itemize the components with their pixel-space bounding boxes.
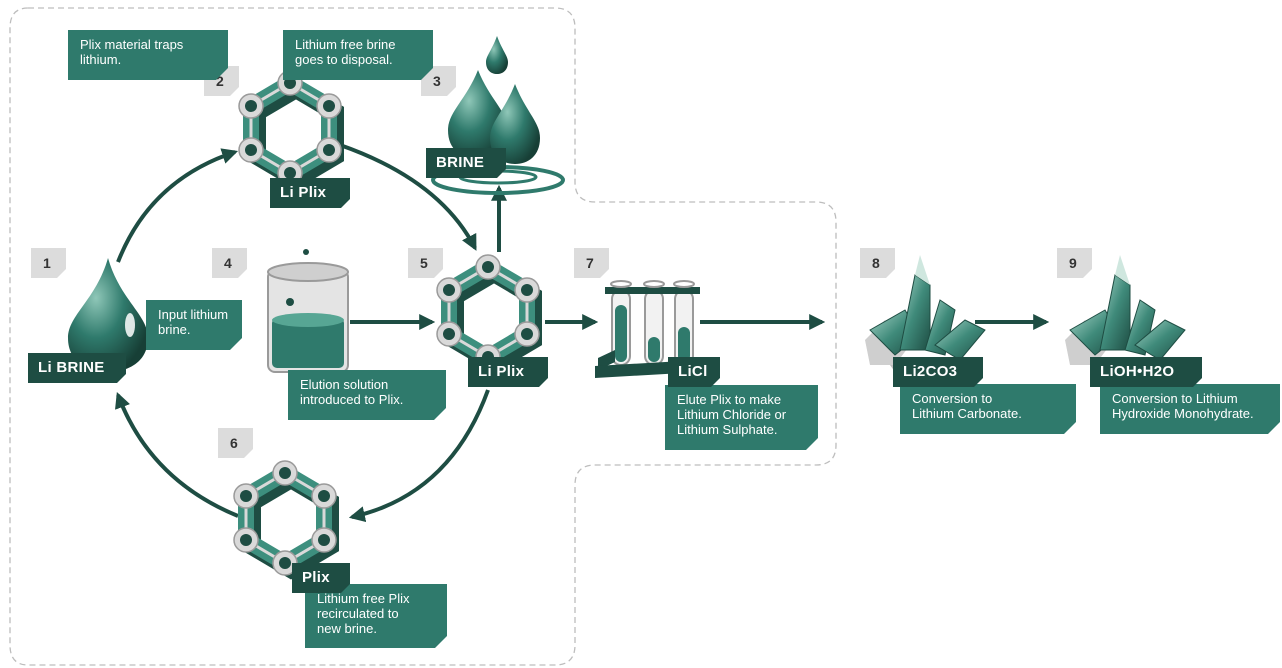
step-8-description: Conversion to Lithium Carbonate. — [900, 384, 1076, 434]
plix-ring-icon — [234, 461, 336, 575]
li2co3-label: Li2CO3 — [893, 357, 983, 387]
step-number: 1 — [31, 248, 66, 278]
step-number: 6 — [218, 428, 253, 458]
step-4-description: Elution solution introduced to Plix. — [288, 370, 446, 420]
arrow-eluted-to-recirculate — [348, 389, 490, 522]
step-number: 5 — [408, 248, 443, 278]
test-tubes-icon — [595, 280, 700, 378]
step-9-description: Conversion to Lithium Hydroxide Monohydr… — [1100, 384, 1280, 434]
beaker-icon — [267, 249, 349, 373]
arrow-brine-to-plix — [116, 148, 239, 263]
process-region-outline — [9, 7, 837, 666]
brine-label: BRINE — [426, 148, 506, 178]
step-number: 4 — [212, 248, 247, 278]
arrow-recirculate-to-brine — [115, 392, 239, 518]
step-6-description: Lithium free Plix recirculated to new br… — [305, 584, 447, 648]
licl-label: LiCl — [668, 357, 720, 387]
step-3-description: Lithium free brine goes to disposal. — [283, 30, 433, 80]
li-plix-label: Li Plix — [270, 178, 350, 208]
plix-ring-icon — [239, 71, 341, 185]
step-number: 8 — [860, 248, 895, 278]
arrow-plix-to-eluted — [339, 143, 477, 251]
water-drop-icon — [68, 258, 148, 372]
step-7-description: Elute Plix to make Lithium Chloride or L… — [665, 385, 818, 450]
step-2-description: Plix material traps lithium. — [68, 30, 228, 80]
plix-label: Plix — [292, 563, 350, 593]
step-1-description: Input lithium brine. — [146, 300, 242, 350]
step-number: 9 — [1057, 248, 1092, 278]
plix-ring-icon — [437, 255, 539, 369]
li-brine-label: Li BRINE — [28, 353, 126, 383]
li-plix-label: Li Plix — [468, 357, 548, 387]
step-number: 7 — [574, 248, 609, 278]
lioh-h2o-label: LiOH•H2O — [1090, 357, 1202, 387]
